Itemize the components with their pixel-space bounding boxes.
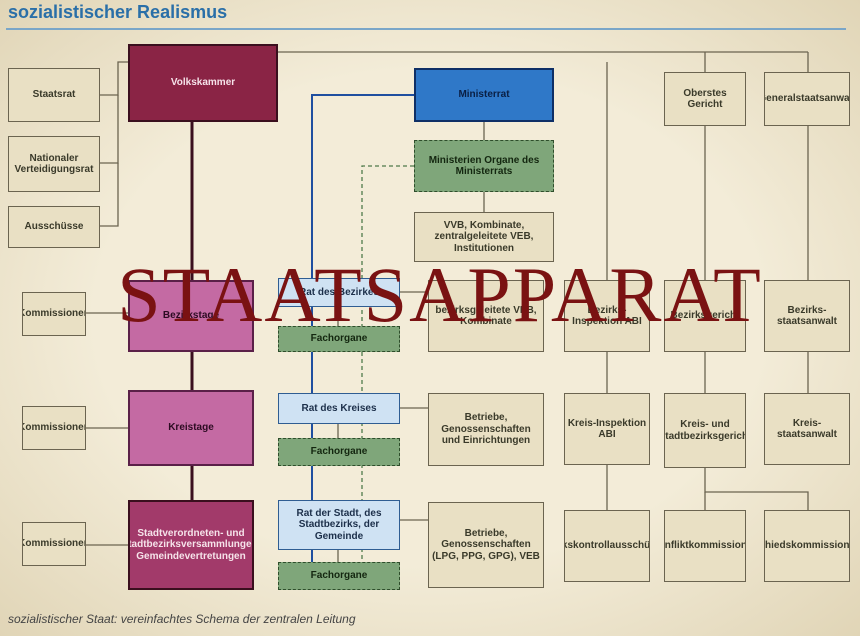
line-ausschuesse xyxy=(100,163,119,227)
box-rat-stadt: Rat der Stadt, des Stadtbezirks, der Gem… xyxy=(278,500,400,550)
box-kommissionen-bezirk: Kommissionen xyxy=(22,292,86,336)
box-rat-bezirk: Rat des Bezirkes xyxy=(278,278,400,307)
box-bezirksgeleitete: bezirksgeleitete VEB, Kombinate xyxy=(428,280,544,352)
box-kreistage: Kreistage xyxy=(128,390,254,466)
box-verteidigungsrat: Nationaler Verteidigungsrat xyxy=(8,136,100,192)
box-rat-kreis: Rat des Kreises xyxy=(278,393,400,424)
line-staatsrat xyxy=(100,61,128,96)
box-kreisinspektion: Kreis-Inspektion ABI xyxy=(564,393,650,465)
box-stadtverordnete: Stadtverordneten- und Stadtbezirksversam… xyxy=(128,500,254,590)
box-bezirkstage: Bezirkstage xyxy=(128,280,254,352)
box-fachorgane-bezirk: Fachorgane xyxy=(278,326,400,352)
line-verteidigungsrat xyxy=(100,95,119,164)
box-volkskammer: Volkskammer xyxy=(128,44,278,122)
box-kreisgericht: Kreis- und Stadtbezirksgericht xyxy=(664,393,746,468)
box-bezirksgericht: Bezirksgericht xyxy=(664,280,746,352)
box-konflikt: Konfliktkommissionen xyxy=(664,510,746,582)
box-volkskontroll: Volkskontrollausschüsse xyxy=(564,510,650,582)
box-bezirksinspektion: Bezirks-Inspektion ABI xyxy=(564,280,650,352)
figure-caption: sozialistischer Staat: vereinfachtes Sch… xyxy=(8,612,356,626)
box-kommissionen-stadt: Kommissionen xyxy=(22,522,86,566)
box-kommissionen-kreis: Kommissionen xyxy=(22,406,86,450)
box-vvb: VVB, Kombinate, zentralgeleitete VEB, In… xyxy=(414,212,554,262)
box-staatsrat: Staatsrat xyxy=(8,68,100,122)
box-generalstaatsanwalt: Generalstaatsanwalt xyxy=(764,72,850,126)
box-betriebe-stadt: Betriebe, Genossenschaften (LPG, PPG, GP… xyxy=(428,502,544,588)
box-ausschuesse: Ausschüsse xyxy=(8,206,100,248)
box-betriebe-kreis: Betriebe, Genossenschaften und Einrichtu… xyxy=(428,393,544,466)
box-oberstes-gericht: Oberstes Gericht xyxy=(664,72,746,126)
box-schiedskommissionen: Schiedskommissionen xyxy=(764,510,850,582)
box-ministerien: Ministerien Organe des Ministerrats xyxy=(414,140,554,192)
box-bezirksstaatsanwalt: Bezirks-staatsanwalt xyxy=(764,280,850,352)
page-title: sozialistischer Realismus xyxy=(8,2,228,22)
box-fachorgane-stadt: Fachorgane xyxy=(278,562,400,590)
box-fachorgane-kreis: Fachorgane xyxy=(278,438,400,466)
line-ministerien-green xyxy=(361,165,414,580)
box-kreisstaatsanwalt: Kreis-staatsanwalt xyxy=(764,393,850,465)
title-rule xyxy=(6,28,846,30)
box-ministerrat: Ministerrat xyxy=(414,68,554,122)
